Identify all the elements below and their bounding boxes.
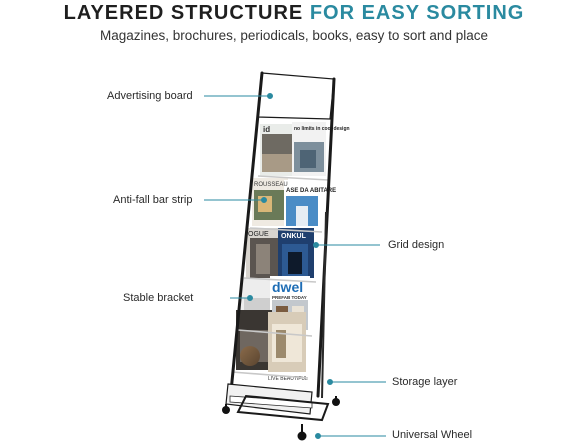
page-subtitle: Magazines, brochures, periodicals, books… bbox=[100, 28, 488, 43]
callout-grid-design: Grid design bbox=[388, 239, 445, 251]
mag-cover-vogue: OGUE bbox=[248, 231, 269, 238]
shelf-1-magazines bbox=[260, 122, 326, 176]
shelf-2-magazines bbox=[252, 178, 320, 228]
mag-cover-cool: no limits in cool design bbox=[294, 126, 350, 132]
page-title: LAYERED STRUCTURE FOR EASY SORTING bbox=[0, 1, 588, 25]
title-part-1: LAYERED STRUCTURE bbox=[63, 2, 304, 24]
universal-wheels bbox=[222, 398, 340, 441]
mag-cover-dwell: dwel bbox=[272, 279, 303, 295]
storage-layer bbox=[225, 383, 330, 422]
mag-cover-id: id bbox=[263, 125, 270, 134]
mag-cover-onkul: ONKUL bbox=[281, 233, 307, 240]
leader-lines bbox=[204, 93, 386, 439]
mag-cover-abitare: ASE DA ABITARE bbox=[286, 188, 336, 194]
callout-stable-bracket: Stable bracket bbox=[123, 292, 194, 304]
callout-storage-layer: Storage layer bbox=[392, 376, 458, 388]
mag-cover-rousseau: ROUSSEAU bbox=[254, 182, 288, 188]
callout-anti-fall-bar: Anti-fall bar strip bbox=[113, 194, 193, 206]
title-part-2: FOR EASY SORTING bbox=[309, 2, 525, 24]
mag-cover-live-beautiful: LIVE BEAUTIFUL bbox=[268, 376, 308, 382]
callout-universal-wheel: Universal Wheel bbox=[392, 429, 473, 441]
shelf-3-magazines bbox=[246, 228, 314, 278]
callout-advertising-board: Advertising board bbox=[107, 90, 193, 102]
anti-fall-bars bbox=[231, 175, 329, 379]
shelf-5-magazines bbox=[236, 310, 306, 372]
mag-cover-dwell-sub: PREFAB TODAY bbox=[272, 295, 307, 300]
